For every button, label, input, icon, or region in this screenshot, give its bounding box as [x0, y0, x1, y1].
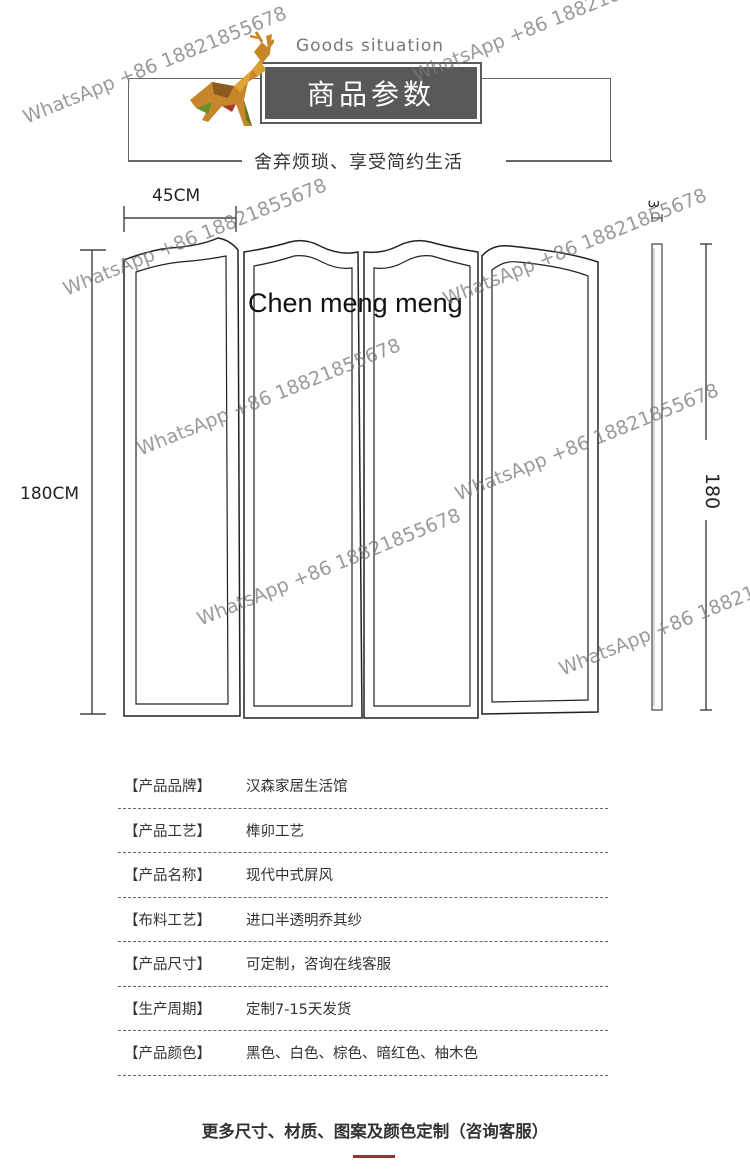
spec-value: 榫卯工艺 [246, 823, 304, 840]
spec-value: 可定制，咨询在线客服 [246, 957, 391, 974]
header-title: 商品参数 [265, 67, 477, 119]
spec-value: 现代中式屏风 [246, 868, 333, 885]
spec-row: 【产品品牌】 汉森家居生活馆 [118, 764, 608, 809]
header-title-box: 商品参数 [260, 62, 482, 124]
width-dimension-label: 45CM [152, 186, 201, 206]
spec-row: 【生产周期】 定制7-15天发货 [118, 987, 608, 1031]
spec-row: 【布料工艺】 进口半透明乔其纱 [118, 898, 608, 942]
screen-panel-3 [363, 239, 479, 719]
deer-logo-icon [190, 31, 274, 126]
header-rule-left [128, 160, 242, 162]
footer-accent-bar [353, 1155, 395, 1158]
spec-label: 【产品品牌】 [124, 779, 211, 796]
header-slogan: 舍弃烦琐、享受简约生活 [250, 148, 467, 174]
customization-note: 更多尺寸、材质、图案及颜色定制（咨询客服） [201, 1122, 549, 1141]
screen-panel-4 [481, 244, 599, 715]
header-subtitle-en: Goods situation [296, 36, 445, 56]
screen-side-profile [651, 214, 663, 711]
folding-screen-diagram [80, 206, 712, 719]
height-dimension-label: 180CM [20, 484, 79, 504]
spec-value: 进口半透明乔其纱 [246, 912, 362, 929]
header-rule-right [506, 160, 612, 162]
spec-label: 【产品工艺】 [124, 823, 211, 840]
spec-label: 【产品尺寸】 [124, 957, 211, 974]
spec-label: 【产品名称】 [124, 868, 211, 885]
spec-value: 汉森家居生活馆 [246, 779, 348, 796]
spec-label: 【布料工艺】 [124, 912, 211, 929]
spec-value: 定制7-15天发货 [246, 1001, 352, 1018]
spec-label: 【生产周期】 [124, 1001, 211, 1018]
spec-row: 【产品名称】 现代中式屏风 [118, 853, 608, 898]
brand-mark: Chen meng meng [248, 288, 463, 318]
spec-row: 【产品颜色】 黑色、白色、棕色、暗红色、柚木色 [118, 1031, 608, 1076]
screen-panel-1 [123, 237, 241, 717]
screen-panel-2 [243, 239, 363, 719]
spec-label: 【产品颜色】 [124, 1046, 211, 1063]
thickness-label: 3 [644, 199, 661, 209]
spec-row: 【产品工艺】 榫卯工艺 [118, 809, 608, 853]
side-height-label: 180 [701, 472, 724, 510]
spec-row: 【产品尺寸】 可定制，咨询在线客服 [118, 942, 608, 987]
spec-table: 【产品品牌】 汉森家居生活馆 【产品工艺】 榫卯工艺 【产品名称】 现代中式屏风… [118, 764, 608, 1076]
spec-value: 黑色、白色、棕色、暗红色、柚木色 [246, 1046, 478, 1063]
